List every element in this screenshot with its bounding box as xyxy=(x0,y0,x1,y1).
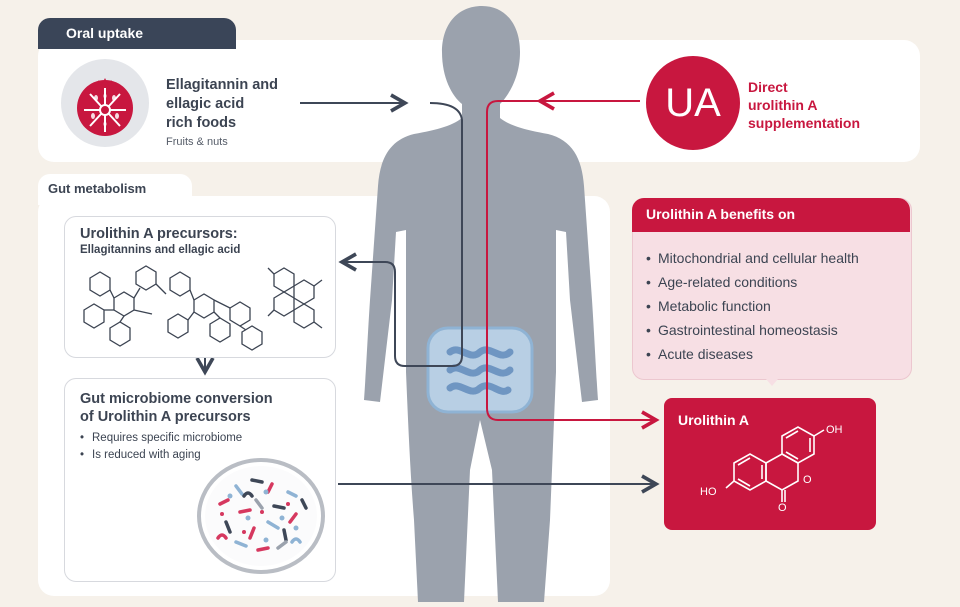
human-body-silhouette xyxy=(330,0,630,602)
precursors-subtitle: Ellagitannins and ellagic acid xyxy=(80,244,241,256)
gut-metabolism-tab: Gut metabolism xyxy=(38,174,192,205)
benefit-item: Age-related conditions xyxy=(646,270,859,294)
precursors-box xyxy=(64,216,336,358)
pomegranate-icon xyxy=(60,58,150,148)
conversion-point: Requires specific microbiome xyxy=(80,430,242,447)
benefit-item: Gastrointestinal homeostasis xyxy=(646,318,859,342)
ho-left-label: HO xyxy=(700,486,717,498)
benefits-list: Mitochondrial and cellular health Age-re… xyxy=(646,246,859,366)
ellagitannin-structure-1 xyxy=(83,265,167,347)
ellagitannin-structure-2 xyxy=(167,271,263,351)
food-title-line1: Ellagitannin and xyxy=(166,77,278,93)
urolithin-a-title: Urolithin A xyxy=(678,412,750,428)
arrow-ua-path xyxy=(486,100,660,430)
ring-oxygen-label: O xyxy=(802,474,813,486)
direct-line3: supplementation xyxy=(748,115,861,131)
carbonyl-oxygen-label: O xyxy=(778,502,787,514)
food-title: Ellagitannin and ellagic acid rich foods xyxy=(166,76,278,133)
ua-badge-text: UA xyxy=(665,80,721,125)
direct-line1: Direct xyxy=(748,79,788,95)
urolithin-a-structure xyxy=(690,420,870,524)
benefit-item: Acute diseases xyxy=(646,342,859,366)
benefit-item: Metabolic function xyxy=(646,294,859,318)
conversion-title-line2: of Urolithin A precursors xyxy=(80,409,251,425)
conversion-title: Gut microbiome conversion of Urolithin A… xyxy=(80,390,273,426)
benefits-header: Urolithin A benefits on xyxy=(632,198,910,232)
food-subtitle: Fruits & nuts xyxy=(166,136,228,148)
direct-line2: urolithin A xyxy=(748,97,818,113)
conversion-points: Requires specific microbiome Is reduced … xyxy=(80,430,242,464)
precursor-molecules xyxy=(70,258,330,354)
urolithin-a-box xyxy=(664,398,876,530)
arrow-digestion-path xyxy=(338,102,463,367)
precursors-title: Urolithin A precursors: xyxy=(80,226,238,242)
ua-badge: UA xyxy=(646,56,740,150)
petri-dish-icon xyxy=(196,456,326,574)
benefit-item: Mitochondrial and cellular health xyxy=(646,246,859,270)
oral-uptake-tab: Oral uptake xyxy=(38,18,236,49)
conversion-title-line1: Gut microbiome conversion xyxy=(80,391,273,407)
oh-top-label: OH xyxy=(826,424,843,436)
intestine-icon xyxy=(420,318,540,418)
benefits-pointer xyxy=(760,372,784,386)
food-title-line3: rich foods xyxy=(166,115,237,131)
food-title-line2: ellagic acid xyxy=(166,96,245,112)
ellagic-acid-structure xyxy=(267,267,323,329)
direct-supplementation-label: Direct urolithin A supplementation xyxy=(748,78,860,132)
conversion-point: Is reduced with aging xyxy=(80,447,242,464)
